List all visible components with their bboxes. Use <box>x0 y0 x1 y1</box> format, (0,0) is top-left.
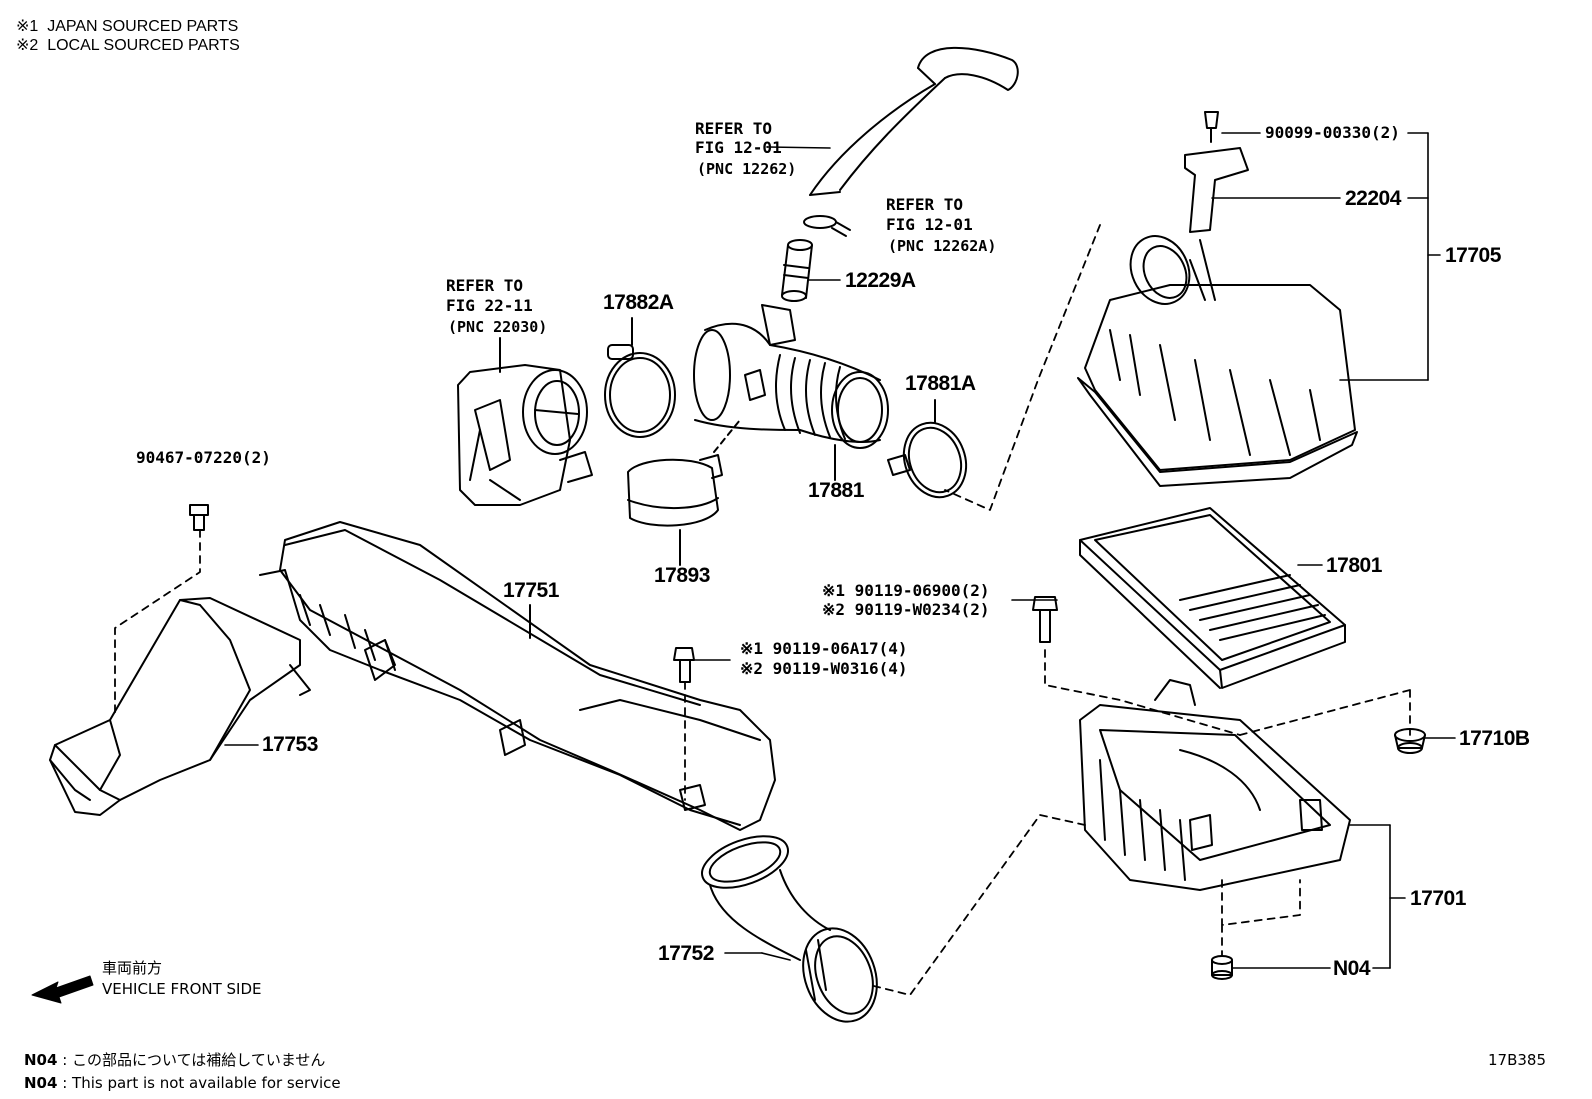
leader-lines <box>225 133 1455 968</box>
callout-clamp-line3: (PNC 12262A) <box>888 239 996 254</box>
resonator-17893-drawing <box>628 455 722 565</box>
intake-hose-17881-drawing <box>694 305 888 480</box>
throttle-body-drawing <box>458 338 592 505</box>
inlet-duct-17753-drawing <box>50 598 310 815</box>
clamp-17882A-drawing <box>605 318 675 437</box>
bolt-90119-06900-label: ※1 90119-06900(2) <box>822 583 990 599</box>
part-17705-label: 17705 <box>1445 245 1501 266</box>
callout-throttle-line1: REFER TO <box>446 278 523 294</box>
direction-arrow <box>32 976 93 1003</box>
callout-clamp-line1: REFER TO <box>886 197 963 213</box>
callout-hose-line1: REFER TO <box>695 121 772 137</box>
callout-hose-line3: (PNC 12262) <box>697 162 796 177</box>
part-17710B-label: 17710B <box>1459 728 1530 749</box>
filter-17801-drawing <box>1080 508 1345 688</box>
air-cleaner-cap-drawing <box>1078 226 1357 486</box>
part-22204-label: 22204 <box>1345 188 1401 209</box>
air-cleaner-case-drawing <box>1080 680 1350 890</box>
n04-grommet-drawing <box>1212 956 1232 979</box>
callout-throttle-line2: FIG 22-11 <box>446 298 533 314</box>
part-17882A-label: 17882A <box>603 292 674 313</box>
fitting-12229A-drawing <box>782 240 812 301</box>
bolt-90119-06A17-label: ※1 90119-06A17(4) <box>740 641 908 657</box>
bolt-90119-W0316-label: ※2 90119-W0316(4) <box>740 661 908 677</box>
part-N04-label: N04 <box>1333 958 1370 979</box>
part-17893-label: 17893 <box>654 565 710 586</box>
callout-hose-line2: FIG 12-01 <box>695 140 782 156</box>
part-17751-label: 17751 <box>503 580 559 601</box>
bolt-90119-W0234-label: ※2 90119-W0234(2) <box>822 602 990 618</box>
legend-japan-sourced: ※1 JAPAN SOURCED PARTS <box>16 19 238 35</box>
part-17752-label: 17752 <box>658 943 714 964</box>
part-17753-label: 17753 <box>262 734 318 755</box>
part-17801-label: 17801 <box>1326 555 1382 576</box>
direction-label-jp: 車両前方 <box>102 961 162 976</box>
part-17881A-label: 17881A <box>905 373 976 394</box>
callout-clamp-line2: FIG 12-01 <box>886 217 973 233</box>
note-n04-en: N04 : This part is not available for ser… <box>16 1060 341 1092</box>
callout-throttle-line3: (PNC 22030) <box>448 320 547 335</box>
legend-local-sourced: ※2 LOCAL SOURCED PARTS <box>16 38 240 54</box>
small-clamp-drawing <box>804 216 850 236</box>
figure-code: 17B385 <box>1488 1053 1546 1068</box>
part-17881-label: 17881 <box>808 480 864 501</box>
bolt-90467-label: 90467-07220(2) <box>136 450 271 466</box>
direction-label-en: VEHICLE FRONT SIDE <box>102 982 262 997</box>
breather-hose-drawing <box>810 48 1018 195</box>
bolt-90099-label: 90099-00330(2) <box>1265 125 1400 141</box>
note-n04-en-text: : This part is not available for service <box>57 1074 340 1092</box>
part-17701-label: 17701 <box>1410 888 1466 909</box>
clamp-17881A-drawing <box>888 400 976 506</box>
part-12229A-label: 12229A <box>845 270 916 291</box>
note-n04-en-prefix: N04 <box>24 1074 57 1092</box>
inlet-duct-17752-drawing <box>695 826 889 1032</box>
sensor-22204-drawing <box>1185 112 1248 232</box>
